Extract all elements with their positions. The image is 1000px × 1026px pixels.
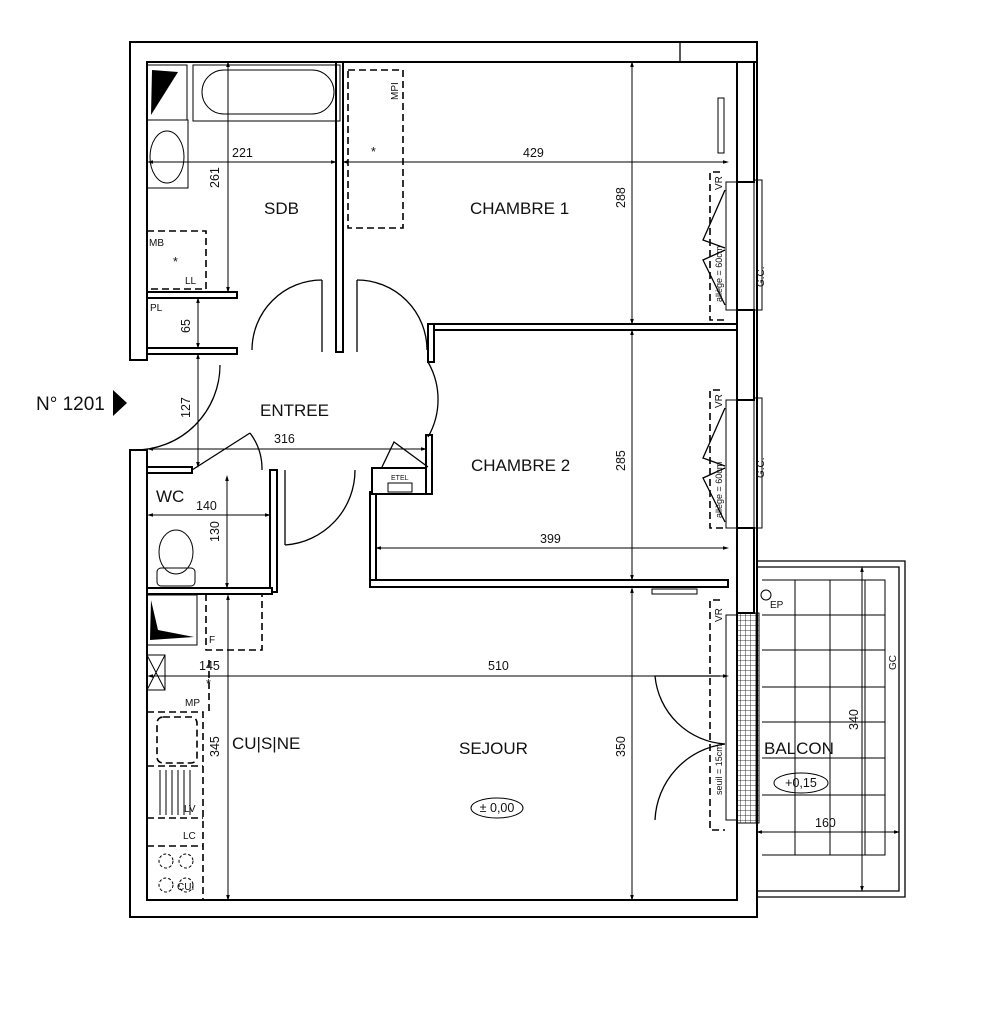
label-lc: LC — [183, 831, 196, 842]
interior-walls — [146, 61, 738, 595]
dim-wc-depth: 130 — [208, 521, 222, 542]
level-marker-balcon — [773, 772, 829, 794]
star-mark: * — [173, 255, 178, 269]
cooktop — [158, 853, 194, 893]
entry-arrow-icon — [113, 390, 127, 416]
label-allege-chambre2: allège = 60cm — [714, 462, 724, 518]
dim-chambre2-depth: 285 — [614, 450, 628, 471]
balcony — [757, 560, 906, 898]
dim-entree-width: 316 — [274, 432, 295, 446]
star-mark: * — [206, 677, 211, 691]
room-label-sdb: SDB — [264, 199, 299, 218]
room-label-entree: ENTREE — [260, 401, 329, 420]
fixtures — [146, 64, 413, 900]
level-marker-sejour — [470, 797, 524, 819]
exterior-walls — [129, 41, 758, 918]
windows — [651, 61, 763, 831]
label-vr-chambre2: VR — [714, 394, 725, 408]
dim-pl-depth: 65 — [179, 319, 193, 333]
sink — [156, 716, 198, 764]
dim-chambre1-depth: 288 — [614, 187, 628, 208]
room-label-sejour: SEJOUR — [459, 739, 528, 758]
room-label-chambre-1: CHAMBRE 1 — [470, 199, 569, 218]
dim-cuisine-depth: 345 — [208, 736, 222, 757]
dim-sdb-width: 221 — [232, 146, 253, 160]
dim-cuisine-width: 145 — [199, 659, 220, 673]
label-ll: LL — [185, 276, 197, 287]
label-etel: ETEL — [391, 475, 409, 482]
label-gc-chambre2: G.C. — [756, 457, 767, 478]
unit-number: N° 1201 — [36, 394, 105, 415]
dimension-labels: 221 429 261 288 65 127 316 285 399 140 1… — [179, 146, 861, 830]
dim-sejour-depth: 350 — [614, 736, 628, 757]
dim-sdb-depth: 261 — [208, 167, 222, 188]
label-gc: GC — [888, 655, 899, 670]
star-mark: * — [371, 145, 376, 159]
label-seuil: seuil = 15cm — [714, 744, 724, 795]
toilet — [158, 529, 194, 575]
dim-entree-depth: 127 — [179, 397, 193, 418]
label-vr-chambre1: VR — [714, 176, 725, 190]
dim-chambre1-width: 429 — [523, 146, 544, 160]
fixture-labels: MPI * MB * LL PL ETEL F * MP LV LC CUI E… — [149, 82, 899, 893]
dim-balcon-depth: 340 — [847, 709, 861, 730]
room-label-chambre-2: CHAMBRE 2 — [471, 456, 570, 475]
label-pl: PL — [150, 303, 163, 314]
room-label-balcon: BALCON — [764, 739, 834, 758]
label-mp: MP — [185, 698, 200, 709]
dim-wc-width: 140 — [196, 499, 217, 513]
room-label-wc: WC — [156, 487, 184, 506]
dim-sejour-width: 510 — [488, 659, 509, 673]
bathtub — [192, 64, 341, 122]
label-allege-chambre1: allège = 60cm — [714, 246, 724, 302]
label-ep: EP — [770, 600, 784, 611]
level-balcon: +0,15 — [785, 776, 817, 790]
dim-balcon-width: 160 — [815, 816, 836, 830]
label-lv: LV — [184, 804, 196, 815]
label-mb: MB — [149, 238, 164, 249]
dimension-lines — [147, 61, 900, 901]
label-cui: CUI — [177, 882, 194, 893]
dim-chambre2-width: 399 — [540, 532, 561, 546]
label-vr-sejour: VR — [714, 608, 725, 622]
washbasin — [149, 130, 185, 184]
label-f: F — [209, 635, 215, 646]
room-label-cuisine: CU|S|NE — [232, 734, 300, 753]
label-gc-chambre1: G.C. — [756, 266, 767, 287]
level-sejour: ± 0,00 — [480, 801, 515, 815]
label-mpi: MPI — [390, 82, 401, 100]
